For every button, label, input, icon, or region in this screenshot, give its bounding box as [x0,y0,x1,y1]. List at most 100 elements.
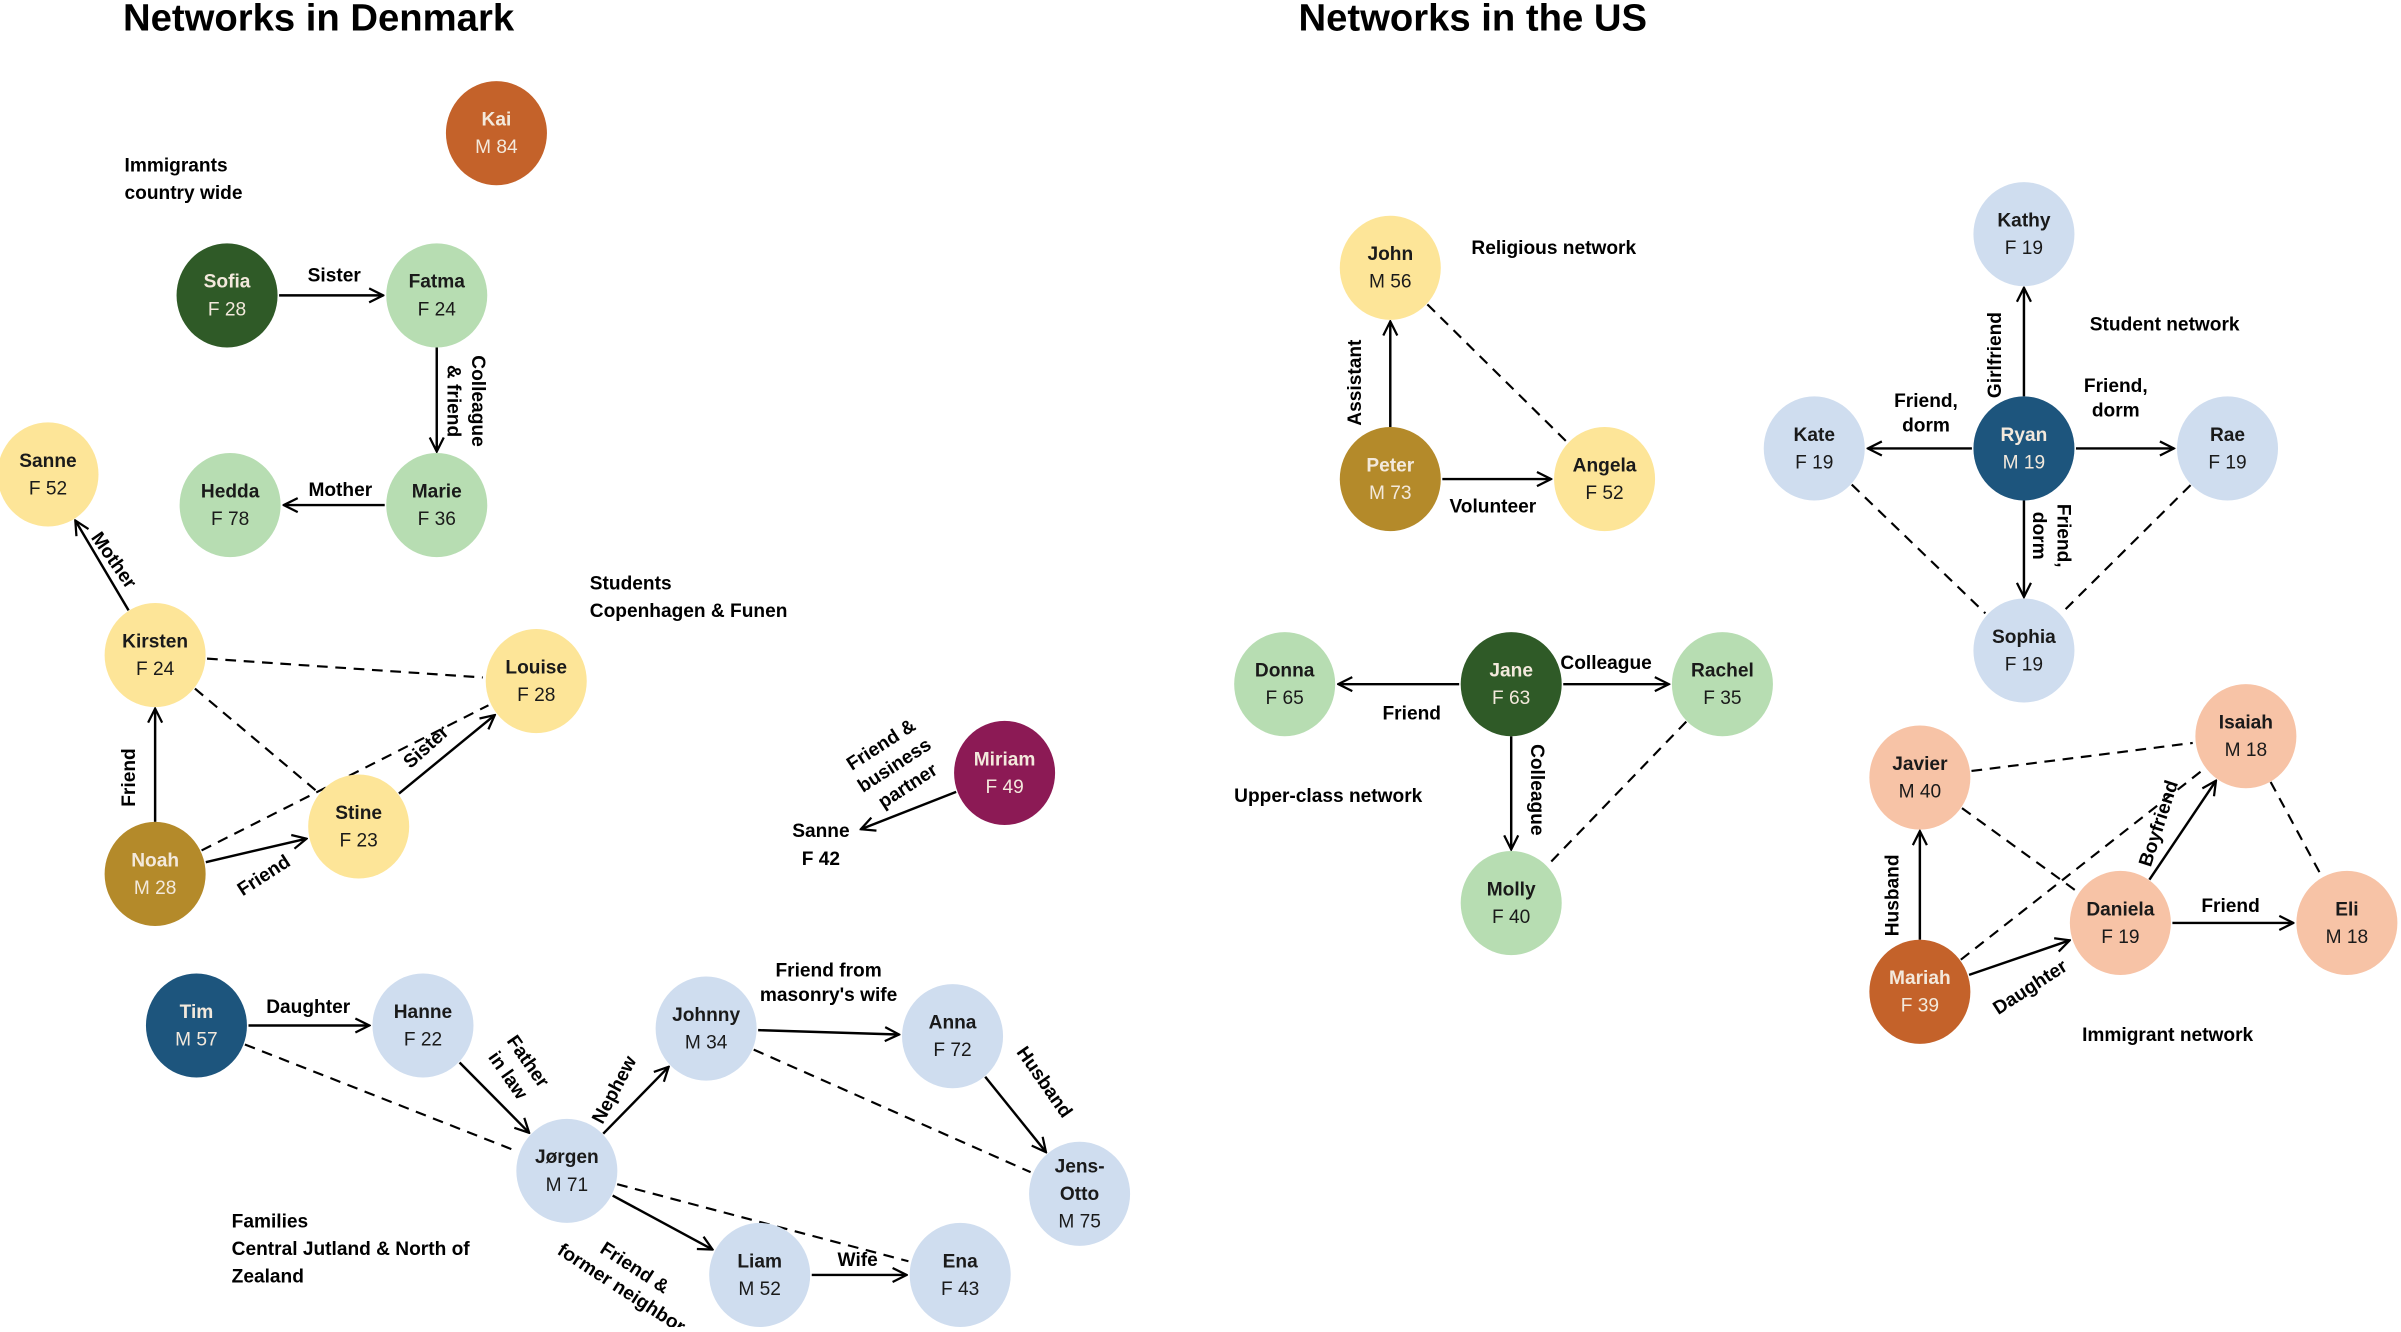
dashed-link-jorgen-ena [616,1183,909,1263]
node-age-gender: F 23 [340,830,378,851]
node-circle [1973,182,2075,287]
arrow-link-anna-jensotto [984,1075,1046,1152]
node-age-gender: M 71 [546,1175,589,1196]
arrow-link-kirsten-sanne52 [75,521,130,611]
dashed-link-kirsten-louise [206,657,483,679]
node-name: Fatma [409,272,466,293]
group-label-us-student: Student network [2090,315,2240,336]
person-node-ena: Ena F 43 [909,1222,1011,1327]
node-age-gender: M 18 [2225,740,2268,761]
arrow-link-stine-louise [398,715,495,795]
node-age-gender: M 34 [685,1032,728,1053]
person-label-sanne42: Sanne F 42 [792,821,849,870]
node-age-gender: F 24 [136,659,175,680]
node-circle [1763,396,1865,501]
node-circle [179,453,281,558]
node-circle [145,973,247,1078]
edge-label-jane-molly: Colleague [1526,744,1547,835]
arrow-link-jorgen-johnny [602,1067,668,1135]
node-age-gender: M 28 [134,878,177,899]
edge-label-marie-hedda: Mother [308,480,372,501]
node-name: Daniela [2086,899,2154,920]
node-name: Jørgen [535,1147,599,1168]
node-name: Donna [1255,661,1315,682]
node-circle [954,720,1056,825]
node-age-gender: F 19 [2005,654,2043,675]
node-age-gender: F 52 [1585,483,1623,504]
node-name: Miriam [974,749,1036,770]
node-circle [1339,427,1441,532]
title-us: Networks in the US [1298,0,1647,40]
node-name: Sanne [792,821,849,842]
person-node-kai: Kai M 84 [445,81,547,186]
node-circle [308,774,410,879]
edge-label-mariah-javier: Husband [1882,854,1903,936]
node-age-gender: F 28 [208,299,246,320]
edge-label-jorgen-johnny: Nephew [588,1053,641,1128]
edge-label-jane-donna: Friend [1382,703,1440,724]
edge-label-liam-ena: Wife [838,1250,878,1271]
node-name: Ryan [2001,425,2048,446]
node-age-gender: F 72 [933,1040,971,1061]
node-age-gender: F 42 [802,849,840,870]
node-age-gender: M 84 [475,137,518,158]
node-circle [372,973,474,1078]
node-circle [516,1118,618,1223]
arrow-link-mariah-daniela [1968,940,2070,977]
node-name: Liam [737,1251,782,1272]
node-name: Sanne [19,451,76,472]
edge-label-noah-stine: Friend [234,851,294,900]
edge-label-daniela-eli: Friend [2201,896,2259,917]
node-age-gender: M 57 [175,1029,218,1050]
dashed-link-rachel-molly [1547,720,1688,866]
node-name: Eli [2335,899,2358,920]
node-age-gender: M 75 [1058,1212,1101,1233]
arrow-link-jorgen-liam [612,1194,713,1250]
node-name: Jens- [1055,1156,1105,1177]
arrow-link-hanne-jorgen [458,1061,530,1132]
edge-label-peter-angela: Volunteer [1449,497,1536,518]
node-circle [1973,396,2075,501]
node-age-gender: F 49 [985,777,1023,798]
node-name: Hanne [394,1002,452,1023]
node-circle [386,243,488,348]
arrow-link-noah-stine [205,839,307,864]
node-circle [386,453,488,558]
arrow-link-miriam-sanne42 [861,790,957,829]
person-node-sanne52: Sanne F 52 [0,422,99,527]
node-name: John [1367,244,1413,265]
node-name: Kai [482,110,512,131]
node-name: Ena [943,1251,978,1272]
node-name: Kirsten [122,631,188,652]
node-age-gender: F 22 [404,1029,442,1050]
node-age-gender: F 52 [29,478,67,499]
node-age-gender: F 43 [941,1279,979,1300]
node-circle [1554,427,1656,532]
dashed-link-javier-isaiah [1971,741,2193,773]
node-circle [1339,215,1441,320]
node-age-gender: F 28 [517,685,555,706]
node-name: Rae [2210,425,2245,446]
node-name: Mariah [1889,968,1951,989]
node-name: Jane [1489,661,1533,682]
node-age-gender: F 19 [2005,238,2043,259]
node-name: Hedda [201,481,260,502]
person-node-miriam: Miriam F 49 [954,720,1056,825]
edge-label-ryan-rae: Friend,dorm [2084,376,2148,421]
node-circle [2195,684,2297,789]
node-circle [445,81,547,186]
group-label-us-immigrant: Immigrant network [2082,1025,2253,1046]
